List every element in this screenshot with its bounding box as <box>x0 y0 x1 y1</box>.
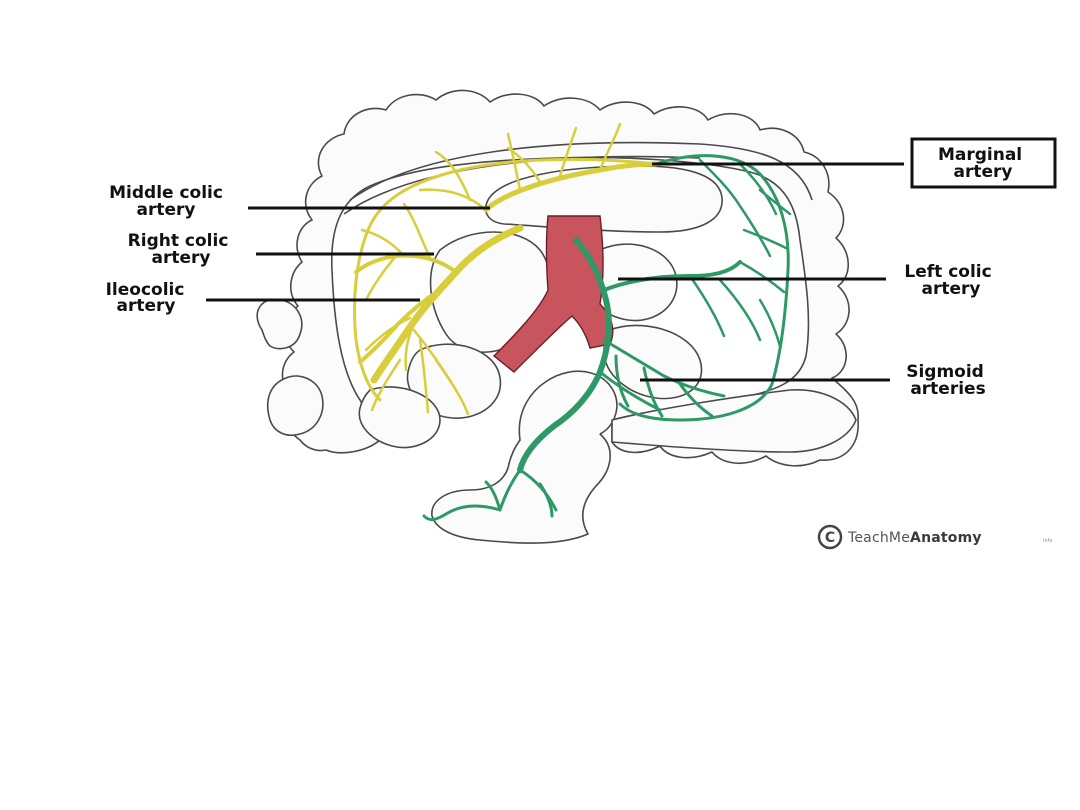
middle-colic-branch <box>483 161 659 213</box>
small-intestine-loop <box>358 386 441 449</box>
inferior-mesenteric-branches <box>422 154 792 522</box>
rectal-branches <box>422 468 558 522</box>
small-intestine-loop <box>603 324 703 400</box>
brand-suffix: info <box>1043 538 1052 544</box>
teachmeanatomy-logo: C TeachMeAnatomy info <box>817 524 1052 550</box>
label-right-colic: Right colic artery <box>128 231 235 268</box>
copyright-icon <box>817 524 843 550</box>
label-sigmoid: Sigmoid arteries <box>906 362 990 399</box>
copyright-letter: C <box>825 530 835 546</box>
small-intestine-loop <box>406 343 502 419</box>
aorta <box>492 215 614 373</box>
descending-colon-lower <box>611 389 857 453</box>
marginal-arcade-right <box>353 157 658 402</box>
caecum <box>256 298 303 350</box>
marginal-label-box <box>910 137 1057 189</box>
marginal-arcade-left <box>618 154 790 422</box>
label-left-colic: Left colic artery <box>904 262 997 299</box>
superior-mesenteric-branches <box>353 122 659 416</box>
label-middle-colic: Middle colic artery <box>109 183 229 220</box>
rectum <box>518 370 618 441</box>
labels: Middle colic artery Right colic artery I… <box>106 145 1028 399</box>
label-ileocolic: Ileocolic artery <box>106 280 191 316</box>
sigmoid-colon <box>431 421 611 544</box>
transverse-colon <box>484 165 723 233</box>
brand-name: TeachMeAnatomy <box>847 530 982 546</box>
sigmoid-branches <box>598 338 726 418</box>
label-marginal: Marginal artery <box>938 145 1028 182</box>
ascending-colon-lower <box>266 375 324 436</box>
label-pointers <box>206 162 904 382</box>
